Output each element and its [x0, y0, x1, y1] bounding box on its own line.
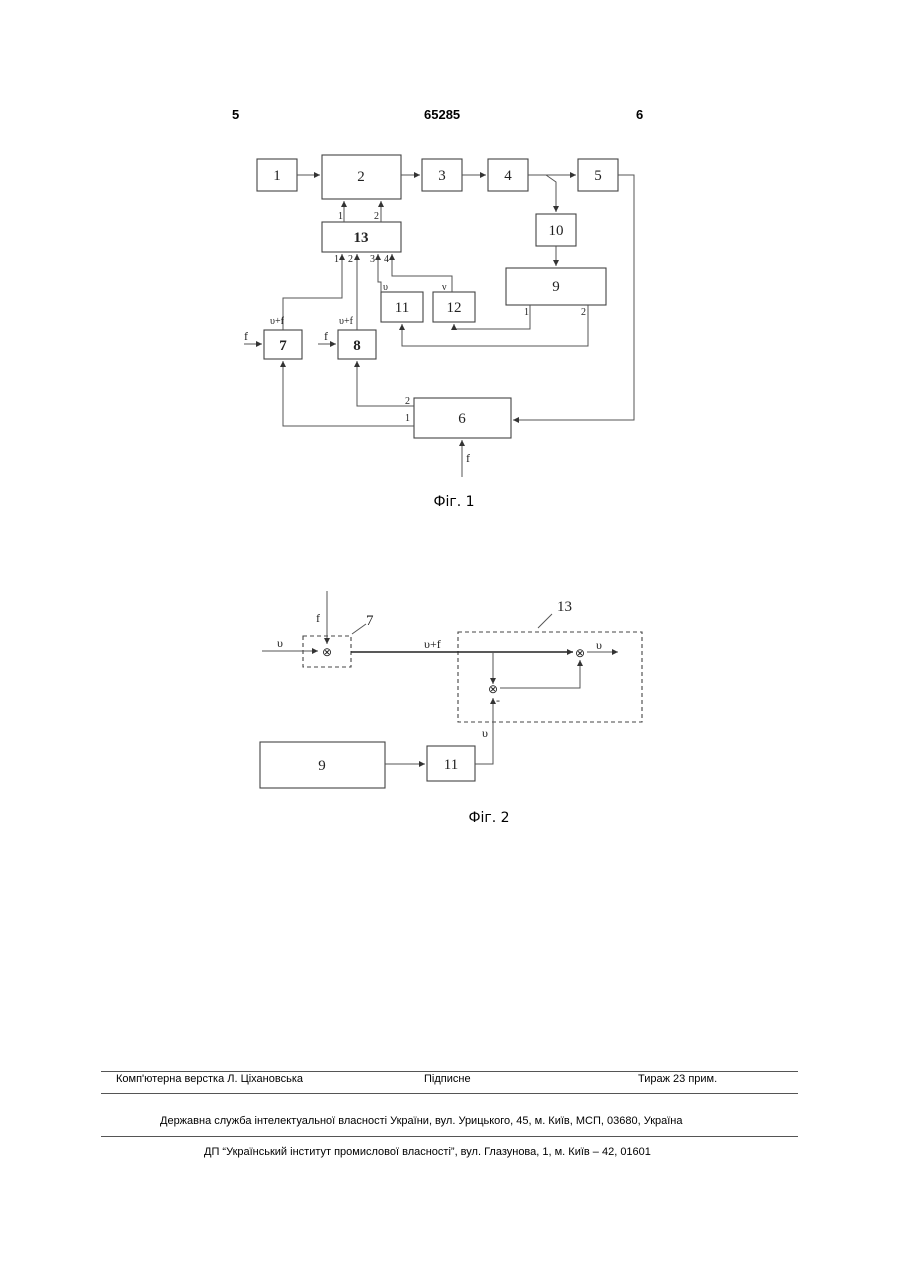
footer-rule: [101, 1093, 798, 1094]
svg-text:f: f: [316, 611, 320, 625]
figure-2-caption: Фіг. 2: [468, 810, 509, 826]
svg-text:4: 4: [384, 254, 389, 265]
svg-text:1: 1: [338, 211, 343, 222]
svg-text:υ+f: υ+f: [270, 316, 285, 327]
svg-text:1: 1: [524, 307, 529, 318]
svg-text:υ: υ: [596, 638, 602, 652]
multiplier-icon: ⊗: [575, 646, 585, 660]
svg-text:υ: υ: [277, 636, 283, 650]
figure-1-caption: Фіг. 1: [433, 494, 474, 510]
svg-text:υ+f: υ+f: [424, 637, 441, 651]
block-6-label: 6: [458, 411, 466, 427]
figure-2: 7 13 9 11 ⊗ ⊗ ⊗ υ f υ+f υ - υ Фіг. 2: [260, 591, 642, 826]
footer-signed: Підписне: [424, 1073, 471, 1085]
block-11-label: 11: [395, 300, 409, 316]
svg-text:3: 3: [370, 254, 375, 265]
footer-print-run: Тираж 23 прим.: [638, 1073, 717, 1085]
figure-1: 1 2 3 4 5 6 7 8 9 10 11 12 13 1 2 1 2 3 …: [244, 155, 634, 510]
svg-text:-: -: [496, 693, 500, 707]
footer-rule: [101, 1136, 798, 1137]
svg-text:υ+f: υ+f: [339, 316, 354, 327]
block-1-label: 1: [273, 168, 281, 184]
block-9-label: 9: [318, 758, 326, 774]
svg-text:2: 2: [581, 307, 586, 318]
footer-rule: [101, 1071, 798, 1072]
svg-text:f: f: [324, 329, 328, 343]
block-5-label: 5: [594, 168, 602, 184]
footer-agency: Державна служба інтелектуальної власност…: [160, 1115, 683, 1127]
block-12-label: 12: [447, 300, 462, 316]
block-7-label: 7: [366, 613, 374, 629]
block-11-label: 11: [444, 757, 458, 773]
svg-text:υ: υ: [482, 726, 488, 740]
footer-layout: Комп'ютерна верстка Л. Ціхановська: [116, 1073, 303, 1085]
multiplier-icon: ⊗: [322, 645, 332, 659]
block-3-label: 3: [438, 168, 446, 184]
block-7-label: 7: [279, 338, 287, 354]
svg-text:2: 2: [374, 211, 379, 222]
svg-text:1: 1: [405, 413, 410, 424]
svg-text:f: f: [244, 329, 248, 343]
block-13-label: 13: [354, 230, 369, 246]
svg-text:f: f: [466, 451, 470, 465]
block-9-label: 9: [552, 279, 560, 295]
svg-text:1: 1: [334, 254, 339, 265]
block-4-label: 4: [504, 168, 512, 184]
block-2-label: 2: [357, 169, 365, 185]
footer-institute: ДП “Український інститут промислової вла…: [204, 1146, 651, 1158]
block-10-label: 10: [549, 223, 564, 239]
block-8-label: 8: [353, 338, 361, 354]
svg-text:2: 2: [405, 396, 410, 407]
svg-text:2: 2: [348, 254, 353, 265]
block-13-label: 13: [557, 599, 572, 615]
block-13-dashed: [458, 632, 642, 722]
svg-text:υ: υ: [383, 282, 388, 293]
svg-text:ν: ν: [442, 282, 447, 293]
